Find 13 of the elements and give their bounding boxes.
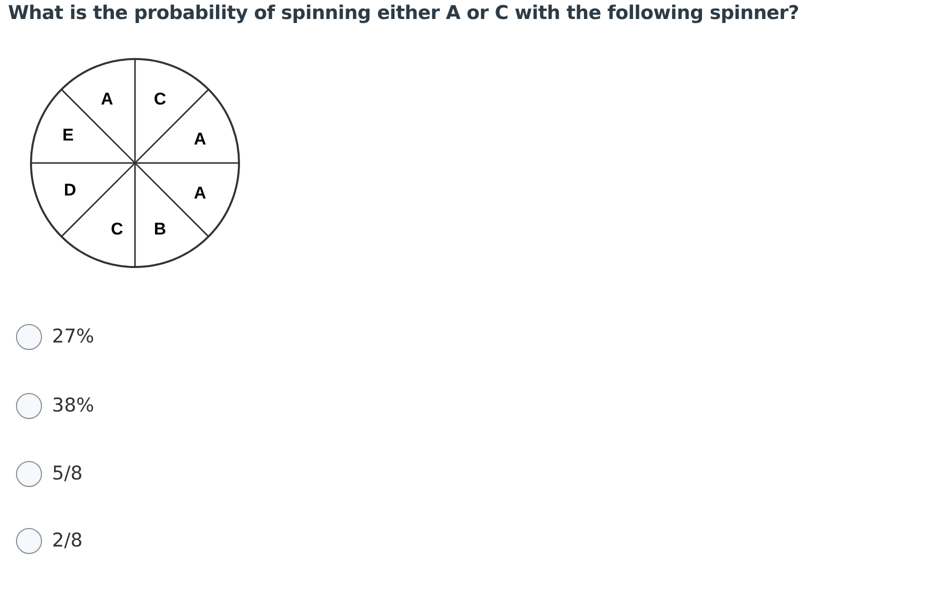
sector-letter: D: [64, 182, 76, 198]
sector-letter: A: [194, 184, 206, 202]
sector-letter: E: [62, 126, 74, 144]
answer-option: 38%: [52, 396, 94, 416]
sector-letter: C: [154, 90, 166, 108]
answer-option: 5/8: [52, 464, 83, 484]
answer-option: 2/8: [52, 532, 83, 550]
sector-letter: B: [154, 220, 166, 238]
sector-letter: C: [110, 220, 124, 238]
sector-letter: A: [194, 130, 206, 148]
sector-letter: A: [100, 90, 114, 108]
answer-option: 27%: [52, 328, 94, 346]
question-text: What is the probability of spinning either A or C with the following spinner?: [8, 2, 799, 24]
